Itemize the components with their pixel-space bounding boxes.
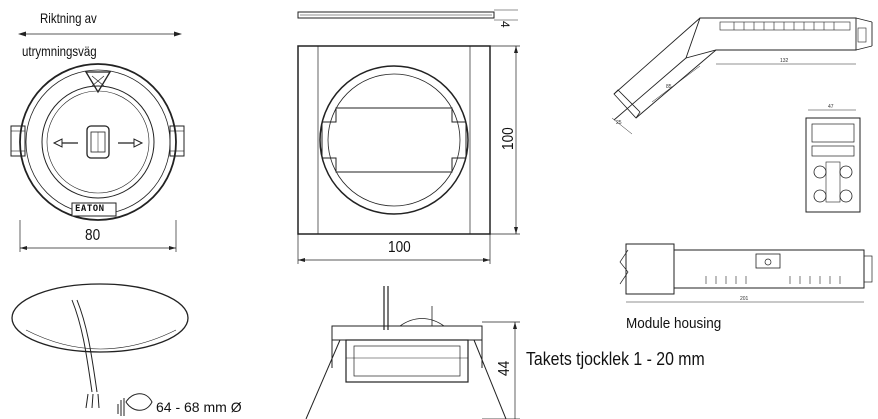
housing-vents-top <box>733 22 835 30</box>
square-plate-front-view <box>297 45 491 235</box>
dimension-100-height-label: 100 <box>500 127 517 150</box>
dimension-132-label: 132 <box>780 58 789 64</box>
dimension-100-width-label: 100 <box>388 239 411 256</box>
module-housing-label: Module housing <box>626 315 722 332</box>
module-housing-end-view <box>805 109 861 213</box>
square-plate-side-view <box>297 9 518 21</box>
module-housing-side-view <box>619 243 873 303</box>
dimension-201-label: 201 <box>740 296 749 302</box>
ceiling-thickness-label: Takets tjocklek 1 - 20 mm <box>526 349 705 369</box>
module-housing-iso-view <box>611 17 873 135</box>
dimension-25-label: 25 <box>616 120 622 126</box>
direction-label-line2: utrymningsväg <box>22 43 97 59</box>
recessed-housing-side-view <box>305 286 507 419</box>
eaton-logo: EATON <box>75 204 105 214</box>
hole-saw-icon <box>117 393 153 416</box>
dimension-85-label: 85 <box>666 84 672 90</box>
dimension-44 <box>482 321 520 419</box>
dimension-100-width <box>297 234 491 264</box>
dimension-80 <box>19 220 177 252</box>
logo-plate <box>71 202 117 217</box>
hole-size-label: 64 - 68 mm Ø <box>156 399 242 415</box>
cable-icon <box>71 299 100 409</box>
dimension-44-label: 44 <box>496 360 513 376</box>
dimension-100-height <box>490 45 520 235</box>
ceiling-disc <box>11 283 189 353</box>
arrow-left-icon <box>52 138 78 148</box>
dimension-4-label: 4 <box>498 21 512 28</box>
arrow-right-icon <box>118 138 144 148</box>
housing-vents-side <box>705 276 841 284</box>
round-fixture-top-view <box>10 63 185 221</box>
direction-dimension <box>18 31 182 37</box>
dimension-47-label: 47 <box>828 104 834 110</box>
direction-label-line1: Riktning av <box>40 10 97 26</box>
dimension-80-label: 80 <box>85 227 101 244</box>
